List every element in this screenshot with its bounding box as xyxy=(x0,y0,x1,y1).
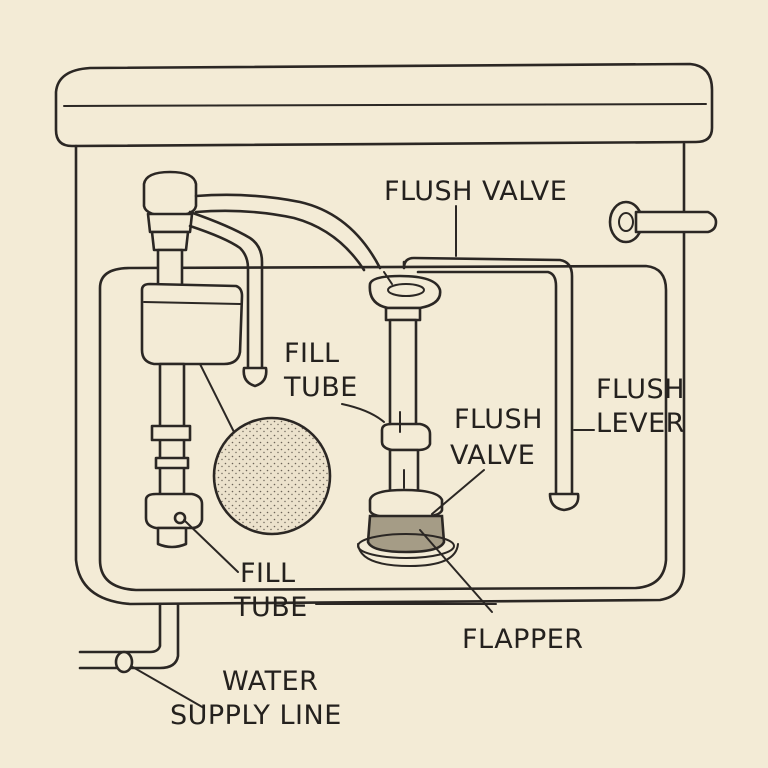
label-fill-tube-bottom-line1: FILL xyxy=(240,558,296,589)
fill-valve-assembly xyxy=(140,170,244,549)
float-ball xyxy=(212,416,332,536)
refill-tube xyxy=(194,193,382,270)
water-supply-line xyxy=(78,602,180,674)
label-flush-valve-top: FLUSH VALVE xyxy=(384,176,567,207)
label-fill-tube-middle-line2: TUBE xyxy=(283,372,358,403)
label-flush-valve-middle-line2: VALVE xyxy=(450,440,535,471)
leader-fill-tube-middle xyxy=(341,403,385,423)
label-flush-lever-line2: LEVER xyxy=(596,408,685,439)
fill-valve-arm xyxy=(188,210,264,372)
label-fill-tube-bottom-line2: TUBE xyxy=(233,592,308,623)
label-water-supply-line2: SUPPLY LINE xyxy=(170,700,342,731)
label-flapper: FLAPPER xyxy=(462,624,584,655)
label-fill-tube-middle-line1: FILL xyxy=(284,338,340,369)
tank-body-outer xyxy=(74,142,686,606)
flush-lever-handle xyxy=(608,200,718,244)
label-flush-lever-line1: FLUSH xyxy=(596,374,685,405)
leader-fill-tube-bottom xyxy=(183,519,239,573)
refill-tube-inner xyxy=(194,209,366,272)
water-level-line xyxy=(98,264,668,592)
fill-valve-arm-tip xyxy=(242,366,268,388)
tank-lid-inner-line xyxy=(63,103,707,107)
float-ball-pointer-left xyxy=(199,363,235,433)
flush-lever-arm-inner xyxy=(416,270,558,498)
flush-valve-top-connector xyxy=(383,271,393,285)
fill-valve-arm-inner xyxy=(188,224,250,372)
tank-lid xyxy=(54,62,714,148)
flush-lever-arm xyxy=(402,256,574,498)
label-flush-valve-middle-line1: FLUSH xyxy=(454,404,543,435)
flush-valve-assembly xyxy=(357,274,459,567)
leader-water-supply xyxy=(123,661,205,709)
flush-lever-arm-tip xyxy=(548,492,580,512)
label-water-supply-line1: WATER xyxy=(222,666,318,697)
leader-flush-valve-middle xyxy=(431,469,485,515)
leader-flapper xyxy=(419,529,493,613)
